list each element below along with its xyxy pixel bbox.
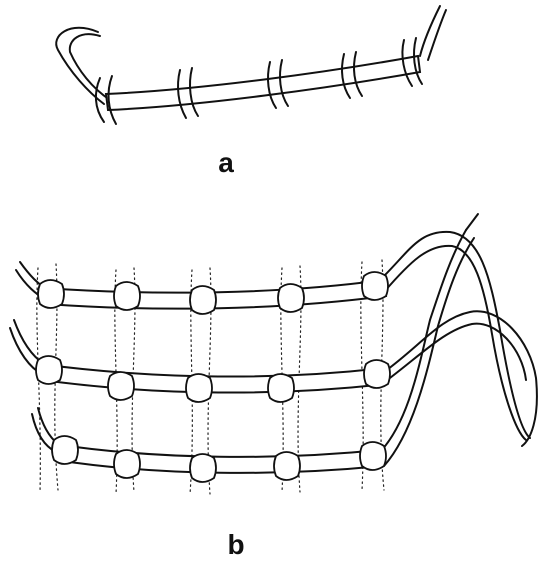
panel-a-label: a (218, 147, 234, 178)
panel-a-illustration (56, 6, 446, 124)
panel-b-label: b (227, 529, 244, 560)
suture-tails (380, 214, 537, 466)
panel-b-illustration (10, 214, 537, 494)
